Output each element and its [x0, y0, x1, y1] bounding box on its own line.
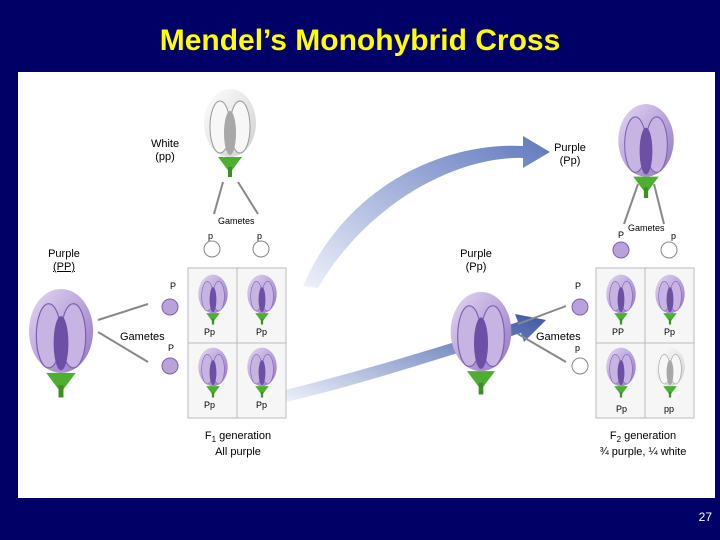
f1-generation-line1: F1 generation: [178, 430, 298, 446]
white-parent-genotype: (pp): [136, 151, 194, 164]
diagram-panel: White (pp) Gametes p p Purple (PP) P Gam…: [18, 72, 715, 498]
right-gametes-top-label: Gametes: [628, 222, 665, 235]
f2-cell-2-genotype: Pp: [664, 326, 675, 339]
right-top-parent-flower-icon: [618, 104, 673, 198]
white-parent-flower-icon: [204, 89, 256, 177]
f1-to-f2-arrow: [303, 136, 550, 288]
left-gamete-P1-icon: [162, 299, 178, 315]
f1-cell-4-genotype: Pp: [256, 399, 267, 412]
right-top-parent-genotype: (Pp): [544, 155, 596, 168]
left-gamete-side-2: P: [168, 342, 174, 355]
right-gamete-side-P-icon: [572, 299, 588, 315]
f2-generation-label: F2 generation ¾ purple, ¼ white: [578, 430, 708, 459]
left-gametes-side-label: Gametes: [120, 331, 165, 344]
right-gamete-side-1: P: [575, 280, 581, 293]
right-top-parent-phenotype: Purple: [544, 142, 596, 155]
right-side-parent-genotype: (Pp): [450, 261, 502, 274]
page-number: 27: [699, 510, 712, 524]
left-top-gamete-arrows: [214, 182, 258, 214]
f1-cell-2-genotype: Pp: [256, 326, 267, 339]
purple-pp-parent-flower-icon: [29, 289, 93, 398]
f2-cell-1-genotype: PP: [612, 326, 624, 339]
right-side-parent-flower-icon: [451, 292, 512, 395]
f2-cell-3-genotype: Pp: [616, 403, 627, 416]
f2-generation-line2: ¾ purple, ¼ white: [578, 446, 708, 459]
right-gamete-top-2: p: [671, 230, 676, 243]
white-parent-label: White (pp): [136, 138, 194, 164]
right-gamete-side-p-icon: [572, 358, 588, 374]
left-gamete-top-1: p: [208, 230, 213, 243]
right-gamete-side-2: p: [575, 342, 580, 355]
f1-generation-line2: All purple: [178, 446, 298, 459]
f1-generation-label: F1 generation All purple: [178, 430, 298, 459]
right-top-parent-label: Purple (Pp): [544, 142, 596, 168]
white-parent-phenotype: White: [136, 138, 194, 151]
f1-cell-3-genotype: Pp: [204, 399, 215, 412]
purple-pp-phenotype: Purple: [32, 248, 96, 261]
f2-generation-line1: F2 generation: [578, 430, 708, 446]
left-gamete-top-2: p: [257, 230, 262, 243]
slide-title: Mendel’s Monohybrid Cross: [0, 24, 720, 58]
right-gamete-top-P-icon: [613, 242, 629, 258]
left-gamete-p1-icon: [204, 241, 220, 257]
left-gametes-top-label: Gametes: [218, 215, 255, 228]
right-side-parent-label: Purple (Pp): [450, 248, 502, 274]
right-gamete-top-1: P: [618, 229, 624, 242]
right-gametes-side-label: Gametes: [536, 331, 581, 344]
purple-pp-genotype: (PP): [32, 261, 96, 274]
left-gamete-P2-icon: [162, 358, 178, 374]
f1-cell-1-genotype: Pp: [204, 326, 215, 339]
left-gamete-p2-icon: [253, 241, 269, 257]
right-gamete-top-p-icon: [661, 242, 677, 258]
purple-pp-parent-label: Purple (PP): [32, 248, 96, 274]
f2-cell-4-genotype: pp: [664, 403, 674, 416]
right-side-parent-phenotype: Purple: [450, 248, 502, 261]
left-gamete-side-1: P: [170, 280, 176, 293]
